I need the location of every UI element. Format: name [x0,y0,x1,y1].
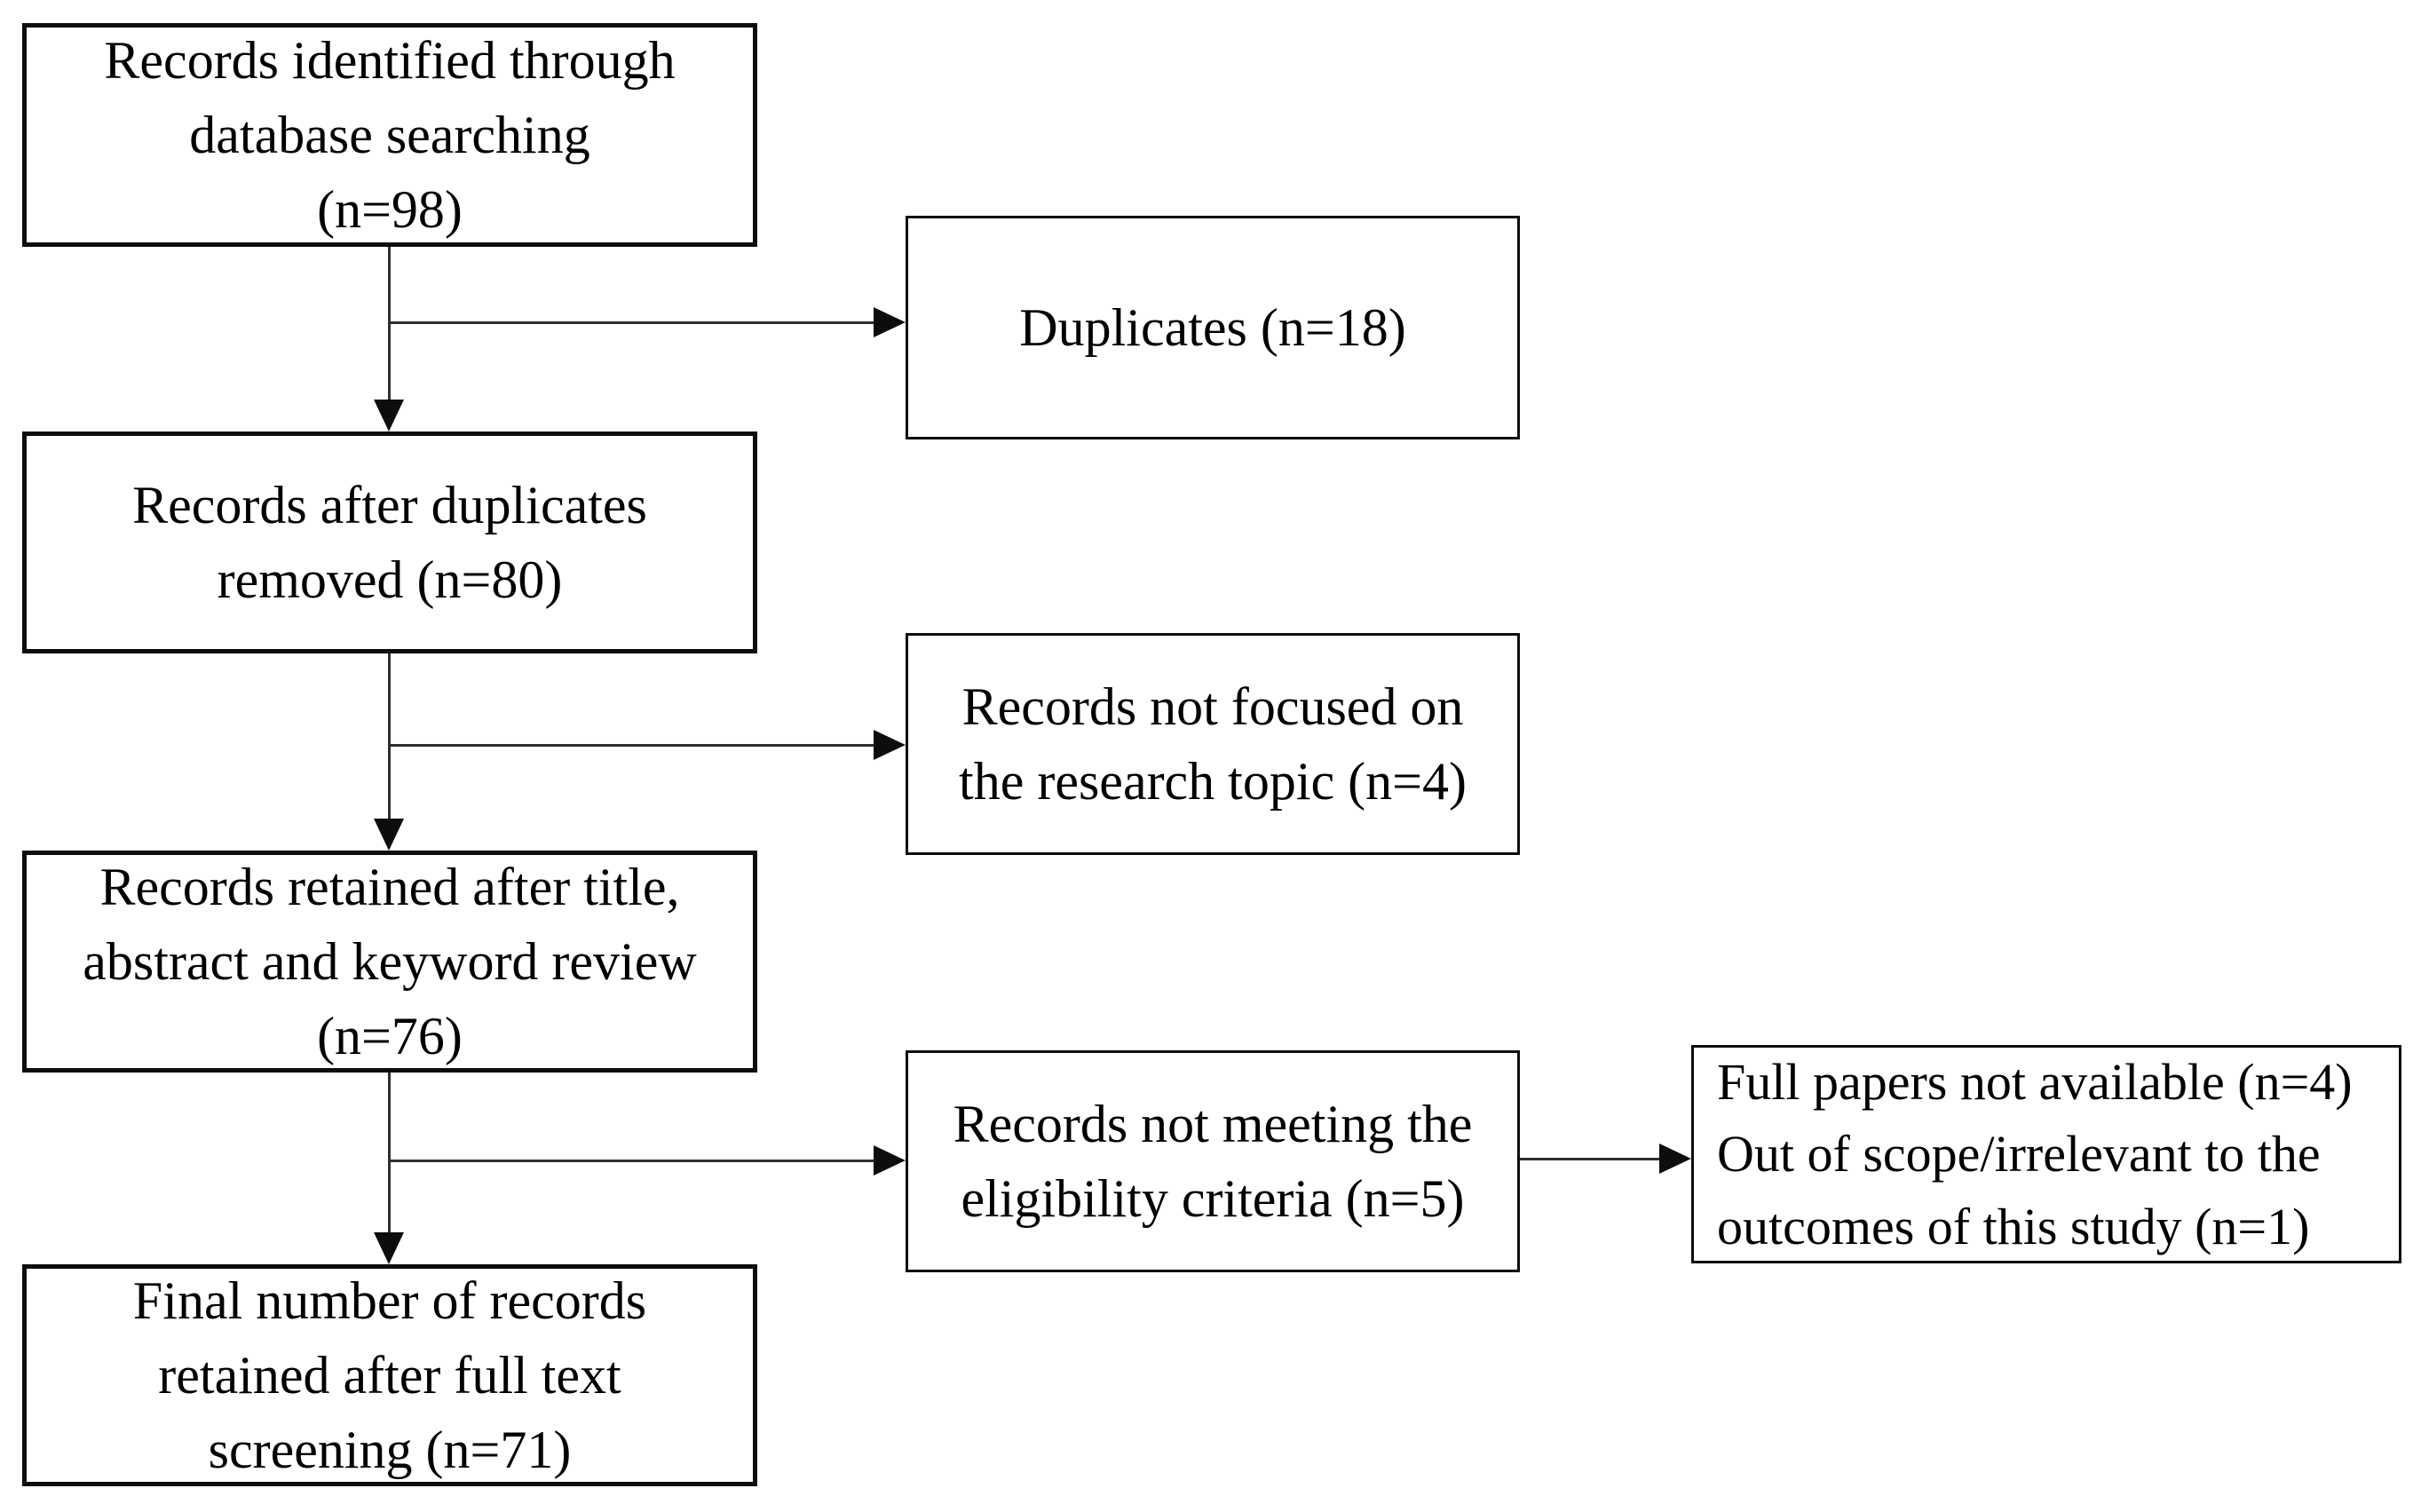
connector-retained-to-final [388,1073,391,1236]
arrowhead-down-into-retained-icon [374,819,404,851]
connector-after-dup-to-retained [388,653,391,822]
arrowhead-right-into-not-meeting-icon [874,1145,906,1176]
arrowhead-right-into-duplicates-icon [874,307,906,337]
node-records-not-meeting: Records not meeting the eligibility crit… [906,1050,1520,1272]
connector-branch-to-duplicates [388,321,875,324]
node-records-retained-review: Records retained after title, abstract a… [22,851,757,1073]
connector-branch-to-not-focused [388,744,875,747]
connector-branch-to-not-meeting [388,1160,875,1162]
node-exclusion-reasons: Full papers not available (n=4) Out of s… [1691,1045,2401,1263]
node-final-records: Final number of records retained after f… [22,1264,757,1486]
arrowhead-right-into-not-focused-icon [874,730,906,760]
arrowhead-right-into-reasons-icon [1659,1144,1691,1174]
connector-not-meeting-to-reasons [1520,1158,1662,1160]
node-records-not-focused: Records not focused on the research topi… [906,633,1520,855]
node-records-after-duplicates: Records after duplicates removed (n=80) [22,431,757,653]
node-records-identified: Records identified through database sear… [22,23,757,247]
arrowhead-down-into-final-icon [374,1232,404,1264]
node-duplicates: Duplicates (n=18) [906,216,1520,439]
connector-identified-to-after-dup [388,247,391,403]
arrowhead-down-into-after-dup-icon [374,400,404,431]
